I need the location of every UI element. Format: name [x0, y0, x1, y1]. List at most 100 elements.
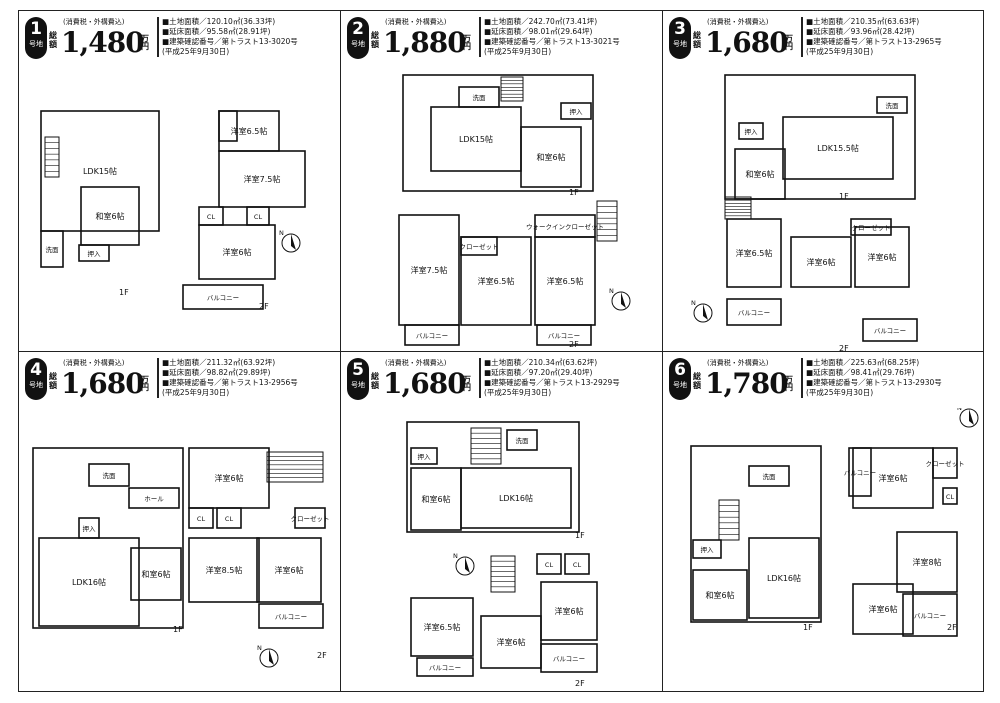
land-area: ■土地面積／225.63㎡(68.25坪) [806, 358, 920, 367]
price-value: 1,680 [61, 367, 145, 400]
lot-unit: 号地 [29, 40, 43, 48]
ldk-label: LDK16帖 [767, 573, 801, 583]
washitsu-label: 和室6帖 [536, 152, 565, 162]
floor-2-label: 2F [575, 679, 585, 688]
oshiire-label: 押入 [83, 524, 97, 533]
plan-panel-4: 4 号地 総額 (消費税・外構費込) 1,680 万円 ■土地面積／211.32… [19, 352, 341, 693]
cl-2 [564, 553, 590, 575]
land-area: ■土地面積／120.10㎡(36.33坪) [162, 17, 276, 26]
floor-2-label: 2F [947, 623, 957, 632]
washitsu-label: 和室6帖 [421, 494, 450, 504]
senmen-label: 洗面 [763, 472, 777, 481]
total-label: 総額 [49, 372, 57, 390]
price-box: (消費税・外構費込) 1,680 万円 [61, 358, 155, 400]
ldk-label: LDK16帖 [499, 493, 533, 503]
washitsu-label: 和室6帖 [745, 169, 774, 179]
youshitsu-2-label: 洋室6.5帖 [478, 276, 515, 286]
cl-1-label: CL [207, 213, 216, 221]
ldk [40, 110, 160, 232]
north-label: N [957, 408, 962, 412]
north-arrow-icon [621, 292, 626, 308]
cl-2-label: CL [254, 213, 263, 221]
price-unit: 万円 [785, 34, 793, 51]
spec-list: ■土地面積／120.10㎡(36.33坪) ■延床面積／95.58㎡(28.91… [157, 17, 341, 57]
land-area: ■土地面積／242.70㎡(73.41坪) [484, 17, 598, 26]
tax-note: (消費税・外構費込) [63, 359, 125, 367]
youshitsu-2-label: 洋室6帖 [806, 257, 835, 267]
balcony-1 [726, 298, 782, 326]
floor-2-label: 2F [569, 340, 579, 349]
plan-header: 6 号地 総額 (消費税・外構費込) 1,780 万円 ■土地面積／225.63… [665, 356, 983, 408]
lot-badge: 4 号地 [25, 358, 47, 400]
balcony-1-label: バルコニー [844, 469, 876, 477]
senmen-label: 洗面 [886, 101, 900, 110]
oshiire-label: 押入 [701, 545, 715, 554]
total-label: 総額 [49, 31, 57, 49]
cl-2-label: CL [573, 561, 582, 569]
oshiire-label: 押入 [570, 107, 584, 116]
north-label: N [453, 552, 458, 560]
floor-2-label: 2F [839, 344, 849, 352]
floor-plan-svg: LDK15.5帖和室6帖洗面押入洋室6.5帖洋室6帖洋室6帖クローゼットバルコニ… [691, 74, 918, 352]
washitsu [410, 467, 462, 531]
balcony-1 [848, 447, 872, 497]
permit-number: ■建築確認番号／第トラスト13-2956号 [162, 378, 298, 387]
washitsu-label: 和室6帖 [141, 569, 170, 579]
north-arrow-icon [703, 304, 708, 320]
youshitsu-1-label: 洋室6.5帖 [736, 248, 773, 258]
spec-list: ■土地面積／225.63㎡(68.25坪) ■延床面積／98.41㎡(29.76… [801, 358, 985, 398]
tax-note: (消費税・外構費込) [385, 359, 447, 367]
washitsu-label: 和室6帖 [95, 211, 124, 221]
balcony-2 [902, 593, 958, 637]
spec-list: ■土地面積／210.34㎡(63.62坪) ■延床面積／97.20㎡(29.40… [479, 358, 663, 398]
floor-plan-drawing: LDK15.5帖和室6帖洗面押入洋室6.5帖洋室6帖洋室6帖クローゼットバルコニ… [663, 67, 985, 352]
permit-number: ■建築確認番号／第トラスト13-2965号 [806, 37, 942, 46]
youshitsu-3-label: 洋室6帖 [274, 565, 303, 575]
youshitsu-3 [540, 581, 598, 641]
spec-list: ■土地面積／242.70㎡(73.41坪) ■延床面積／98.01㎡(29.64… [479, 17, 663, 57]
lot-unit: 号地 [673, 381, 687, 389]
lot-unit: 号地 [673, 40, 687, 48]
senmen [748, 465, 790, 487]
youshitsu-3-label: 洋室6帖 [867, 252, 896, 262]
land-area: ■土地面積／210.35㎡(63.63坪) [806, 17, 920, 26]
walk-in-closet-label: ウォークインクローゼット [526, 222, 604, 231]
cl-1-label: CL [545, 561, 554, 569]
oshiire [738, 122, 764, 140]
floor-2-label: 2F [317, 651, 327, 660]
balcony-2-label: バルコニー [874, 327, 906, 335]
youshitsu-2 [188, 537, 260, 603]
balcony-1-label: バルコニー [429, 664, 461, 672]
youshitsu-2-label: 洋室7.5帖 [244, 174, 281, 184]
price-unit: 万円 [785, 375, 793, 392]
lot-number: 6 [674, 360, 686, 380]
plan-panel-5: 5 号地 総額 (消費税・外構費込) 1,680 万円 ■土地面積／210.34… [341, 352, 663, 693]
balcony-2-label: バルコニー [548, 332, 580, 340]
permit-number: ■建築確認番号／第トラスト13-2930号 [806, 378, 942, 387]
senmen-label: 洗面 [46, 245, 60, 254]
total-label: 総額 [371, 31, 379, 49]
youshitsu-2-label: 洋室8.5帖 [206, 565, 243, 575]
plan-header: 4 号地 総額 (消費税・外構費込) 1,680 万円 ■土地面積／211.32… [21, 356, 339, 408]
permit-date: (平成25年9月30日) [484, 47, 552, 56]
youshitsu-1-label: 洋室6帖 [214, 473, 243, 483]
oshiire [560, 102, 592, 120]
senmen-label: 洗面 [516, 436, 530, 445]
stairs [596, 200, 618, 242]
youshitsu-3 [198, 224, 276, 280]
senmen [88, 463, 130, 487]
floor-area: ■延床面積／98.01㎡(29.64坪) [484, 27, 593, 36]
youshitsu-3-label: 洋室6.5帖 [547, 276, 584, 286]
senmen-label: 洗面 [103, 471, 117, 480]
cl-2-label: CL [225, 515, 234, 523]
youshitsu-1-label: 洋室6帖 [878, 473, 907, 483]
floor-1-label: 1F [575, 531, 585, 540]
washitsu [80, 186, 140, 246]
north-arrow-icon [465, 557, 470, 573]
plan-header: 3 号地 総額 (消費税・外構費込) 1,680 万円 ■土地面積／210.35… [665, 15, 983, 67]
